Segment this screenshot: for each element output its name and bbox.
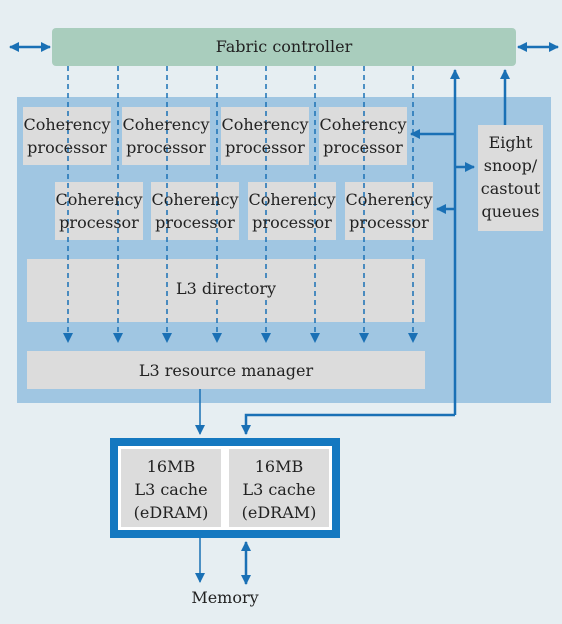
- coherency-processor-label: Coherency processor: [23, 115, 111, 157]
- coherency-processor-label: Coherency processor: [221, 115, 309, 157]
- fabric-controller-label: Fabric controller: [215, 37, 353, 56]
- l3-resource-manager-label: L3 resource manager: [138, 361, 314, 380]
- coherency-processor-label: Coherency processor: [151, 190, 239, 232]
- l3-directory-label: L3 directory: [174, 279, 278, 298]
- fabric-controller-box: [52, 28, 516, 66]
- coherency-processor-box: [55, 182, 143, 240]
- coherency-processor-box: [151, 182, 239, 240]
- memory-label: Memory: [191, 588, 259, 607]
- coherency-processor-label: Coherency processor: [319, 115, 407, 157]
- coherency-processor-box: [221, 107, 309, 165]
- snoop-castout-queues-label: Eight snoop/ castout queues: [480, 133, 541, 221]
- coherency-processor-label: Coherency processor: [122, 115, 210, 157]
- coherency-processor-box: [345, 182, 433, 240]
- coherency-processor-label: Coherency processor: [345, 190, 433, 232]
- l3-cache-box: [229, 449, 329, 527]
- coherency-processor-box: [23, 107, 111, 165]
- coherency-processor-box: [319, 107, 407, 165]
- bus-to-cache-arrow: [241, 413, 455, 435]
- l3-cache-label: 16MB L3 cache (eDRAM): [133, 457, 209, 522]
- coherency-processor-box: [122, 107, 210, 165]
- snoop-castout-queues-box: [478, 125, 543, 231]
- l3-cache-label: 16MB L3 cache (eDRAM): [241, 457, 317, 522]
- coherency-processor-label: Coherency processor: [55, 190, 143, 232]
- l3-resource-manager-box: [27, 351, 425, 389]
- coherency-processor-label: Coherency processor: [248, 190, 336, 232]
- l3-cache-box: [121, 449, 221, 527]
- coherency-processor-box: [248, 182, 336, 240]
